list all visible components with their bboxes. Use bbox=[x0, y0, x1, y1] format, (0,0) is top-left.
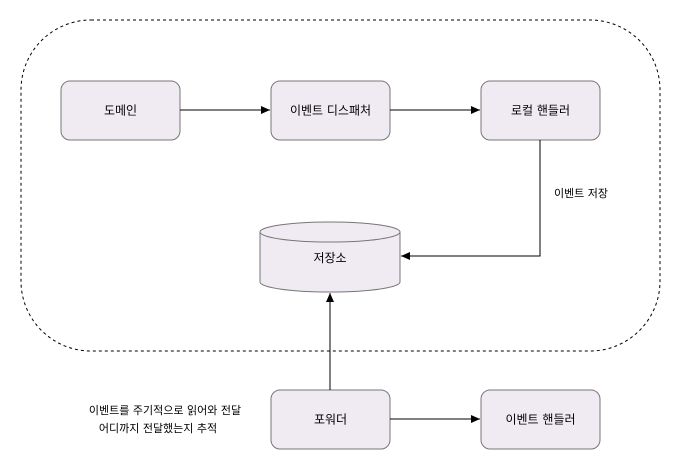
storage-node: 저장소 bbox=[259, 221, 401, 293]
store-event-label: 이벤트 저장 bbox=[554, 187, 608, 200]
event-dispatcher-node-label: 이벤트 디스패처 bbox=[290, 104, 371, 118]
domain-node: 도메인 bbox=[60, 80, 181, 141]
local-handler-node-label: 로컬 핸들러 bbox=[511, 103, 570, 118]
local-handler-node: 로컬 핸들러 bbox=[480, 80, 601, 141]
domain-node-label: 도메인 bbox=[104, 104, 137, 118]
event-dispatcher-node: 이벤트 디스패처 bbox=[270, 80, 391, 141]
event-handler-node-label: 이벤트 핸들러 bbox=[505, 412, 575, 427]
forwarder-note-line1: 이벤트를 주기적으로 읽어와 전달 bbox=[89, 404, 241, 417]
edge-local-handler-to-storage bbox=[401, 140, 541, 260]
system-boundary bbox=[20, 19, 661, 352]
storage-node-label: 저장소 bbox=[313, 251, 346, 265]
forwarder-note-line2: 어디까지 전달했는지 추적 bbox=[99, 422, 217, 435]
forwarder-node-label: 포워더 bbox=[314, 413, 347, 427]
forwarder-node: 포워더 bbox=[270, 389, 391, 450]
event-handler-node: 이벤트 핸들러 bbox=[480, 389, 601, 450]
